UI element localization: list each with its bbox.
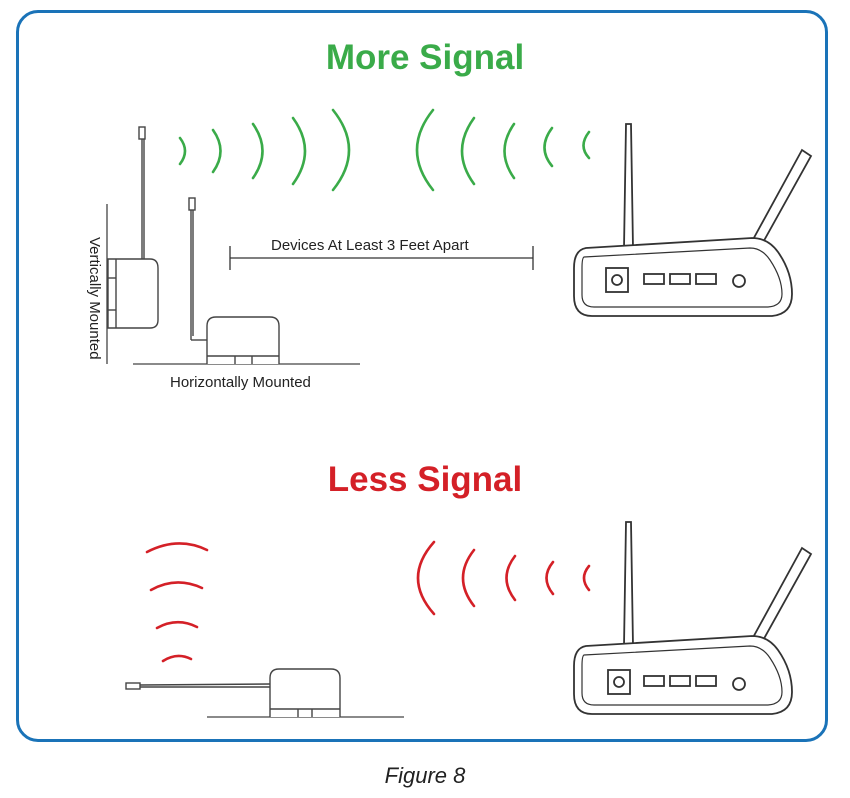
horizontal-label: Horizontally Mounted	[170, 374, 311, 391]
figure-frame	[16, 10, 828, 742]
less-signal-heading: Less Signal	[327, 460, 523, 499]
distance-dimension-line	[229, 246, 534, 270]
good-signal-waves-right	[415, 108, 591, 192]
weak-signal-waves-right	[416, 540, 591, 616]
vertical-sensor	[107, 126, 159, 329]
good-signal-waves-left	[178, 108, 351, 192]
distance-label: Devices At Least 3 Feet Apart	[271, 237, 469, 254]
router-bottom	[573, 521, 813, 715]
horizontal-sensor	[188, 197, 280, 364]
weak-signal-waves-up	[145, 542, 209, 663]
more-signal-heading: More Signal	[325, 38, 525, 77]
router-top	[573, 123, 813, 317]
flat-sensor	[125, 668, 341, 717]
figure-caption: Figure 8	[384, 763, 466, 788]
